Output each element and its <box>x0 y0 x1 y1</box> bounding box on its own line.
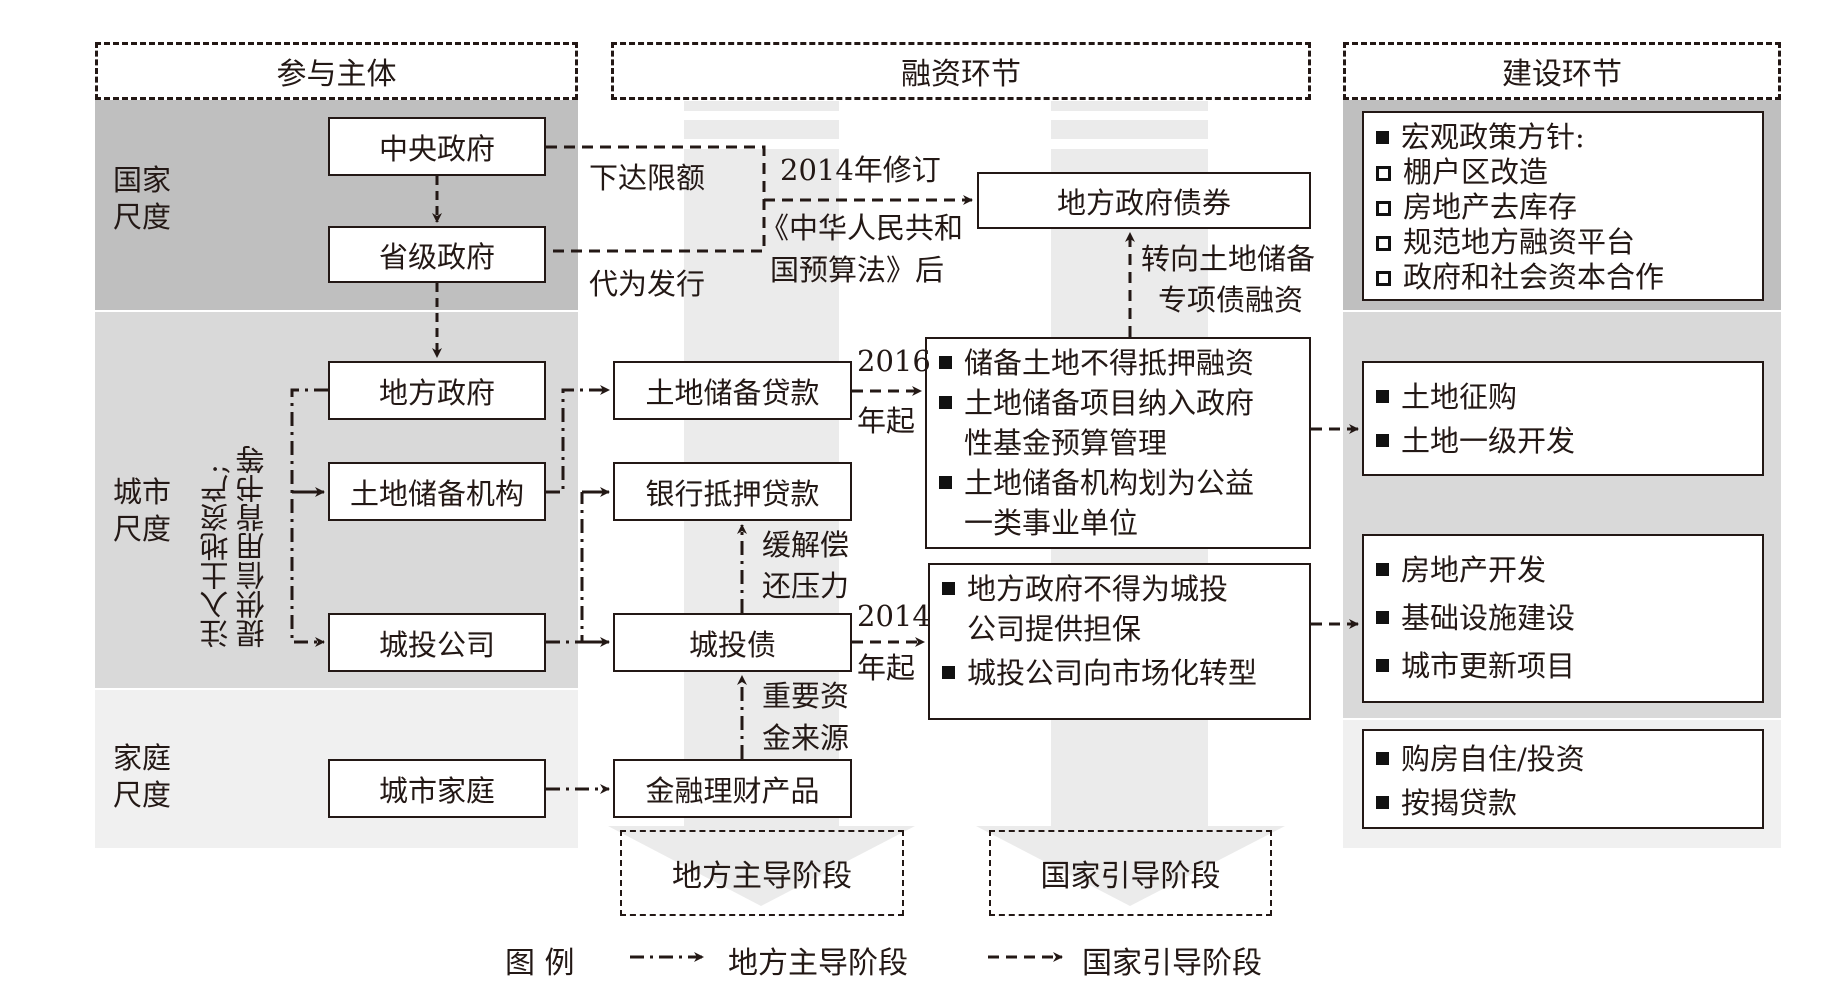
local-government-box[interactable]: 地方政府 <box>328 361 546 420</box>
budget-law-label-1: 2014年修订 <box>780 153 941 187</box>
since-2016-suffix: 年起 <box>857 404 916 438</box>
policy-item: 土地储备机构划为公益 <box>935 463 1301 503</box>
bullet-icon <box>942 582 955 595</box>
stage-arrow-local-head <box>608 826 915 906</box>
key-source-label-2: 金来源 <box>762 721 850 755</box>
stage-arrow-local-tail-1 <box>684 101 839 111</box>
filled-bullet-icon <box>1376 131 1389 144</box>
ease-repayment-label-2: 还压力 <box>762 569 850 603</box>
special-bond-label-2: 专项债融资 <box>1158 283 1304 317</box>
lgfv-to-bond-line <box>546 492 584 644</box>
bullet-icon <box>939 476 952 489</box>
legend-state-guided: 国家引导阶段 <box>1082 946 1262 981</box>
land-agency-to-land-loan-line <box>546 385 610 494</box>
since-2016-year: 2016 <box>857 344 931 378</box>
national-scale-label: 国家 尺度 <box>113 163 172 234</box>
household-item: 购房自住/投资 <box>1372 737 1754 781</box>
hollow-bullet-icon <box>1376 271 1391 286</box>
issue-on-behalf-label: 代为发行 <box>589 267 706 301</box>
land-item: 土地一级开发 <box>1372 419 1754 463</box>
development-item: 基础设施建设 <box>1372 594 1754 642</box>
lgfv-company-box[interactable]: 城投公司 <box>328 613 546 672</box>
lgfv-policy-box[interactable]: 地方政府不得为城投 公司提供担保 城投公司向市场化转型 <box>928 563 1311 720</box>
since-2014-year: 2014 <box>857 599 931 633</box>
wealth-products-box[interactable]: 金融理财产品 <box>613 759 852 818</box>
city-scale-label: 城市 尺度 <box>113 475 172 546</box>
land-reserve-loan-box[interactable]: 土地储备贷款 <box>613 361 852 420</box>
household-item: 按揭贷款 <box>1372 781 1754 825</box>
ease-repayment-label-1: 缓解偿 <box>762 528 850 562</box>
bullet-icon <box>939 396 952 409</box>
budget-law-label-3: 国预算法》后 <box>770 253 945 287</box>
policy-item: 地方政府不得为城投 <box>938 569 1301 609</box>
local-gov-support-line <box>290 388 328 647</box>
state-guided-stage-box: 国家引导阶段 <box>989 830 1272 916</box>
macro-policy-item: 政府和社会资本合作 <box>1372 260 1754 295</box>
development-box[interactable]: 房地产开发 基础设施建设 城市更新项目 <box>1362 534 1764 703</box>
lgfv-bond-box[interactable]: 城投债 <box>613 613 852 672</box>
legend-local-led: 地方主导阶段 <box>728 946 908 981</box>
central-quota-line <box>546 145 766 253</box>
bullet-icon <box>1376 752 1389 765</box>
bullet-icon <box>1376 659 1389 672</box>
stage-arrow-state-head <box>976 826 1285 906</box>
provincial-government-box[interactable]: 省级政府 <box>328 226 546 283</box>
land-reserve-agency-box[interactable]: 土地储备机构 <box>328 462 546 521</box>
special-bond-label-1: 转向土地储备 <box>1141 242 1316 276</box>
macro-policy-item: 棚户区改造 <box>1372 155 1754 190</box>
local-led-stage-box: 地方主导阶段 <box>620 830 904 916</box>
bullet-icon <box>939 356 952 369</box>
land-reserve-policy-box[interactable]: 储备土地不得抵押融资 土地储备项目纳入政府 性基金预算管理 土地储备机构划为公益… <box>925 337 1311 549</box>
household-housing-box[interactable]: 购房自住/投资 按揭贷款 <box>1362 729 1764 829</box>
bullet-icon <box>1376 611 1389 624</box>
urban-household-box[interactable]: 城市家庭 <box>328 759 546 818</box>
bullet-icon <box>1376 563 1389 576</box>
legend-title: 图 例 <box>505 946 575 981</box>
since-2014-suffix: 年起 <box>857 651 916 685</box>
stage-arrow-state-tail-1 <box>1051 101 1208 111</box>
bullet-icon <box>942 666 955 679</box>
local-government-bond-box[interactable]: 地方政府债券 <box>977 172 1311 229</box>
development-item: 城市更新项目 <box>1372 642 1754 690</box>
bank-mortgage-loan-box[interactable]: 银行抵押贷款 <box>613 462 852 521</box>
policy-item: 土地储备项目纳入政府 <box>935 383 1301 423</box>
policy-item: 储备土地不得抵押融资 <box>935 343 1301 383</box>
bullet-icon <box>1376 390 1389 403</box>
stage-arrow-state-tail-2 <box>1051 120 1208 139</box>
header-financing: 融资环节 <box>611 42 1311 100</box>
header-participants: 参与主体 <box>95 42 578 100</box>
macro-policy-item: 房地产去库存 <box>1372 190 1754 225</box>
bullet-icon <box>1376 434 1389 447</box>
bullet-icon <box>1376 796 1389 809</box>
land-item: 土地征购 <box>1372 375 1754 419</box>
hollow-bullet-icon <box>1376 236 1391 251</box>
macro-policy-item: 规范地方融资平台 <box>1372 225 1754 260</box>
stage-arrow-local-tail-2 <box>684 120 839 139</box>
hollow-bullet-icon <box>1376 201 1391 216</box>
key-source-label-1: 重要资 <box>762 679 850 713</box>
policy-item: 城投公司向市场化转型 <box>938 653 1301 693</box>
development-item: 房地产开发 <box>1372 546 1754 594</box>
central-government-box[interactable]: 中央政府 <box>328 117 546 176</box>
issue-quota-label: 下达限额 <box>589 161 706 195</box>
household-scale-label: 家庭 尺度 <box>113 741 172 812</box>
header-construction: 建设环节 <box>1343 42 1781 100</box>
macro-policy-title: 宏观政策方针: <box>1372 120 1754 155</box>
hollow-bullet-icon <box>1376 166 1391 181</box>
land-development-box[interactable]: 土地征购 土地一级开发 <box>1362 361 1764 476</box>
macro-policy-box[interactable]: 宏观政策方针: 棚户区改造 房地产去库存 规范地方融资平台 政府和社会资本合作 <box>1362 111 1764 301</box>
budget-law-label-2: 《中华人民共和 <box>760 211 964 245</box>
